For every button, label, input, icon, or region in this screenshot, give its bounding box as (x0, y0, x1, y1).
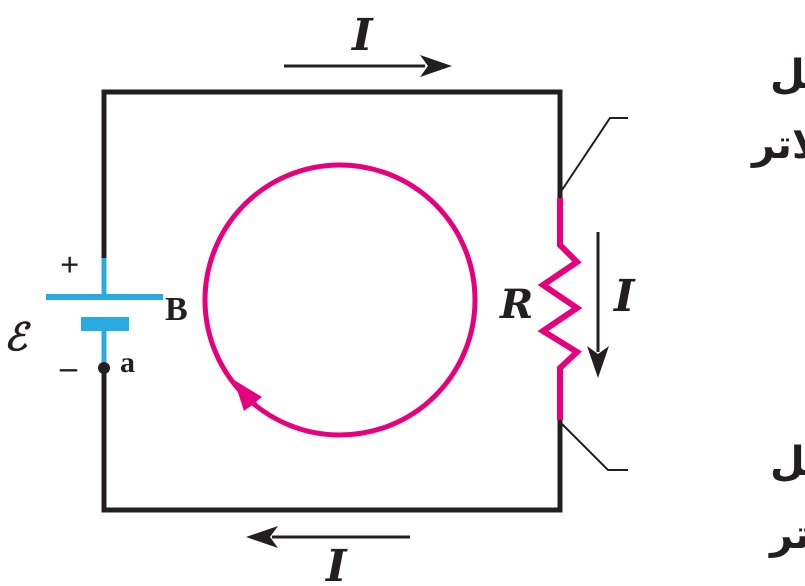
current-label-bottom: I (324, 541, 348, 586)
current-arrow-bottom (246, 526, 410, 548)
wire-top-and-right-upper (101, 89, 563, 262)
wire-right-lower-and-bottom (101, 368, 563, 513)
battery-negative-plate (81, 317, 129, 331)
lower-potential-line1: پتانسیل (770, 439, 805, 485)
lower-potential-line2: پایین‌تر (768, 512, 805, 558)
current-arrow-top (284, 55, 452, 77)
loop-direction (202, 162, 478, 438)
loop-arrow-head-fill (234, 380, 262, 411)
current-arrow-right-head (587, 346, 609, 378)
minus-sign: – (59, 349, 78, 386)
loop-circle (202, 162, 478, 438)
battery (46, 258, 163, 368)
point-a-label: a (120, 346, 135, 379)
higher-potential-line2: بالاتر (750, 122, 805, 168)
resistor-zigzag (537, 198, 583, 420)
resistor (537, 198, 583, 420)
resistor-label: R (499, 281, 533, 328)
emf-symbol: ℰ (4, 314, 31, 359)
point-b-label: B (165, 291, 188, 328)
leader-line-lower (561, 423, 628, 471)
circuit-wires (101, 89, 563, 513)
higher-potential-line1: پتانسیل (770, 52, 805, 98)
current-label-right: I (612, 271, 636, 322)
current-arrow-right (587, 232, 609, 378)
current-arrow-bottom-head (246, 526, 278, 548)
leader-line-higher (561, 117, 628, 191)
plus-sign: + (60, 247, 79, 284)
current-arrow-top-head (420, 55, 452, 77)
current-label-top: I (350, 10, 374, 61)
point-a-dot (98, 362, 110, 374)
